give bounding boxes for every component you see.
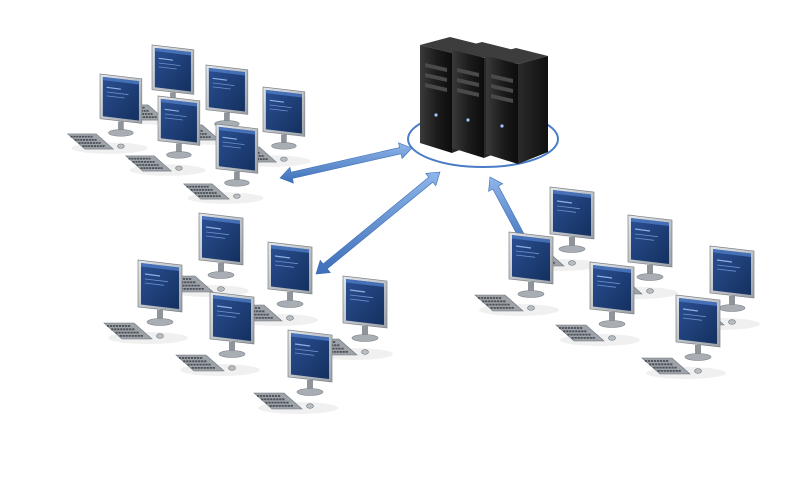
monitor-stand (296, 380, 324, 396)
mouse (728, 319, 736, 325)
monitor (342, 275, 388, 329)
mouse (217, 286, 225, 292)
mouse (175, 165, 183, 171)
monitor (205, 64, 249, 115)
drive-bay (491, 74, 513, 83)
monitor-stand (166, 143, 192, 159)
workstation (103, 259, 188, 344)
mouse (646, 288, 654, 294)
keyboard (182, 183, 231, 200)
keyboard (641, 357, 691, 375)
drive-bay (491, 94, 513, 103)
monitor (151, 44, 195, 95)
monitor-stand (224, 171, 250, 187)
drive-bay (457, 78, 479, 87)
mouse (156, 333, 164, 339)
monitor-stand (146, 310, 174, 326)
keyboard (175, 354, 225, 372)
monitor (627, 214, 673, 268)
keyboard (253, 392, 303, 410)
mouse (361, 349, 369, 355)
drive-bay (425, 83, 447, 92)
drive-bay (425, 73, 447, 82)
monitor (137, 259, 183, 313)
monitor (675, 294, 721, 348)
monitor (157, 95, 201, 146)
mouse (286, 315, 294, 321)
mouse (568, 260, 576, 266)
monitor (589, 261, 635, 315)
workstation (124, 95, 206, 176)
monitor-stand (108, 121, 134, 137)
workstation (555, 261, 640, 346)
power-led (500, 124, 504, 128)
monitor-stand (598, 312, 626, 328)
monitor-stand (351, 326, 379, 342)
workstation (182, 123, 264, 204)
workstation (641, 294, 726, 379)
workstation-group-top-left (66, 44, 311, 204)
workstation (474, 231, 559, 316)
monitor (99, 73, 143, 124)
monitor (287, 329, 333, 383)
workstation (253, 329, 338, 414)
drive-bay (457, 88, 479, 97)
monitor-stand (718, 296, 746, 312)
keyboard (474, 294, 524, 312)
workstation (66, 73, 148, 154)
bidirectional-arrow (315, 171, 441, 275)
monitor (267, 241, 313, 295)
monitor-stand (271, 134, 297, 150)
monitor-stand (684, 345, 712, 361)
connection-links (279, 142, 532, 275)
monitor (508, 231, 554, 285)
monitor-stand (207, 263, 235, 279)
monitor-stand (558, 237, 586, 253)
keyboard (103, 322, 153, 340)
workstation (308, 275, 393, 360)
drive-bay (457, 68, 479, 77)
bidirectional-arrow (279, 142, 413, 184)
power-led (466, 118, 470, 122)
mouse (233, 193, 241, 199)
server-tower (486, 48, 548, 164)
monitor-stand (276, 292, 304, 308)
monitor (549, 186, 595, 240)
mouse (306, 403, 314, 409)
monitor (215, 123, 259, 174)
monitor-stand (636, 265, 664, 281)
mouse (280, 156, 288, 162)
monitor (198, 212, 244, 266)
mouse (608, 335, 616, 341)
monitor (709, 245, 755, 299)
monitor (209, 291, 255, 345)
workstation-group-bottom-left (103, 212, 393, 414)
drive-bay (425, 63, 447, 72)
keyboard (66, 133, 115, 150)
workstation (175, 291, 260, 376)
workstation-group-right (474, 186, 760, 379)
mouse (694, 368, 702, 374)
mouse (117, 143, 125, 149)
server-cluster (407, 37, 559, 168)
monitor (262, 86, 306, 137)
power-led (434, 113, 438, 117)
monitor-stand (517, 282, 545, 298)
drive-bay (491, 84, 513, 93)
workstation (233, 241, 318, 326)
mouse (527, 305, 535, 311)
mouse (228, 365, 236, 371)
keyboard (555, 324, 605, 342)
keyboard (124, 155, 173, 172)
monitor-stand (218, 342, 246, 358)
